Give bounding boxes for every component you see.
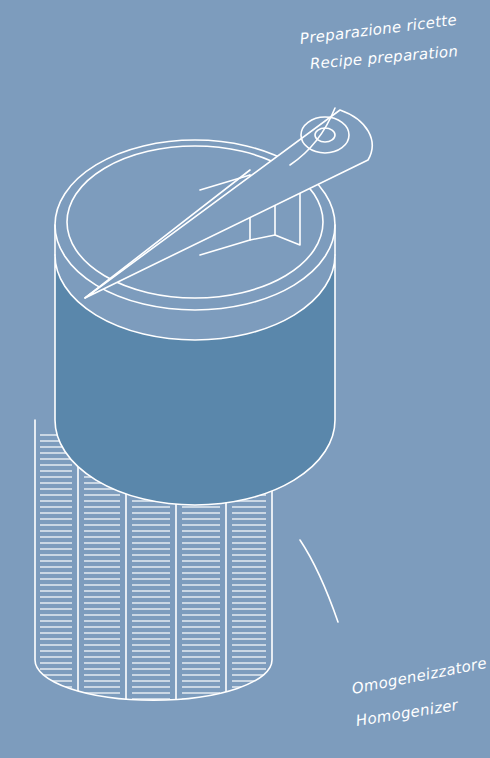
callout-label: Recipe preparation bbox=[309, 42, 459, 73]
callout-label: Omogeneizzatore bbox=[350, 654, 488, 698]
callout-label: Homogenizer bbox=[355, 696, 460, 730]
leader-line bbox=[290, 108, 335, 165]
leader-line bbox=[300, 540, 338, 622]
lid-flap bbox=[85, 110, 372, 298]
callout-label: Preparazione ricette bbox=[299, 11, 458, 48]
lid-knob bbox=[301, 117, 349, 153]
